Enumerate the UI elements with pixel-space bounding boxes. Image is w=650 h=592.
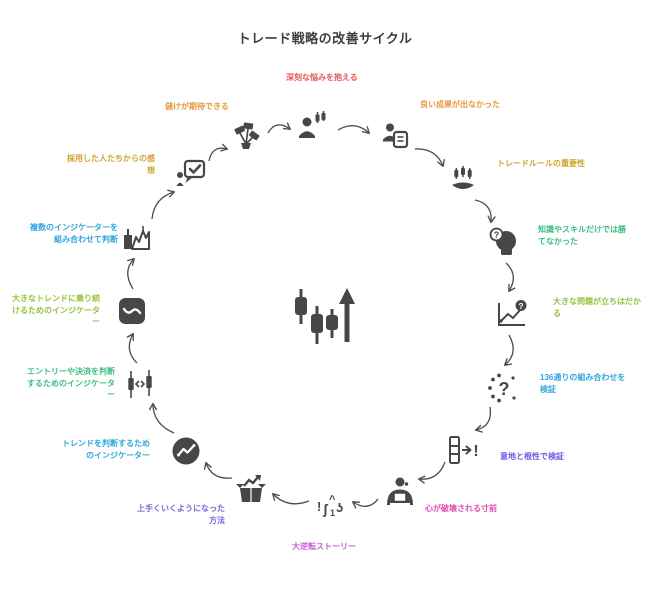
- candlestick-uptrend-icon: [289, 284, 355, 348]
- scattered-symbols-icon: ! ʃ ^ 1 ʖ: [314, 490, 346, 522]
- node-label: 儲けが期待できる: [165, 102, 229, 111]
- person-document-icon: [381, 121, 411, 151]
- svg-text:1: 1: [330, 508, 335, 518]
- node-label: 知識やスキルだけでは勝てなかった: [538, 225, 626, 246]
- node-label: 採用した人たちからの感想: [67, 154, 155, 175]
- node-label: トレンドを判断するためのインジケーター: [62, 439, 150, 460]
- arrow-4-5: [505, 262, 516, 293]
- arrow-5-6: [504, 334, 514, 366]
- arrow-6-7: [474, 406, 492, 433]
- wave-square-icon: [118, 297, 146, 325]
- arrow-3-4: [474, 199, 496, 224]
- arrow-9-10: [272, 493, 310, 505]
- svg-text:^: ^: [329, 494, 336, 506]
- svg-text:!: !: [317, 499, 321, 514]
- box-chart-icon: [235, 473, 267, 504]
- node-label: 複数のインジケーターを組み合わせて判断: [30, 223, 118, 244]
- arrow-1-2: [337, 125, 370, 134]
- node-label: 大きなトレンドに乗り続けるためのインジケーター: [12, 294, 100, 327]
- node-label: 大きな問題が立ちはだかる: [553, 297, 641, 318]
- arrow-10-11: [203, 461, 233, 479]
- arrow-7-8: [417, 461, 446, 484]
- arrow-15-16: [208, 143, 229, 162]
- arrow-13-14: [127, 258, 135, 290]
- trend-circle-icon: [171, 436, 201, 466]
- svg-text:?: ?: [518, 301, 523, 311]
- page-title: トレード戦略の改善サイクル: [237, 31, 413, 46]
- svg-text:ʖ: ʖ: [336, 500, 343, 515]
- person-laptop-icon: [384, 476, 417, 507]
- checklist-alert-icon: !: [445, 435, 482, 465]
- chart-question-icon: ?: [494, 297, 529, 329]
- question-burst-icon: ?: [486, 372, 518, 404]
- node-label: 上手くいくようになった方法: [137, 504, 225, 525]
- node-label: 心が破壊される寸前: [425, 504, 497, 513]
- node-label: 良い成果が出なかった: [420, 100, 500, 109]
- arrow-12-13: [126, 332, 138, 364]
- person-testimonial-icon: [175, 158, 208, 189]
- node-label: 136通りの組み合わせを検証: [540, 373, 626, 394]
- arrow-16-1: [267, 122, 292, 134]
- candlestick-pair-icon: [124, 370, 156, 399]
- money-plant-icon: [231, 120, 261, 151]
- arrow-11-12: [148, 402, 175, 434]
- arrow-8-9: [351, 498, 379, 509]
- node-label: 深刻な悩みを抱える: [286, 73, 358, 82]
- node-label: エントリーや決済を判断するためのインジケーター: [27, 367, 115, 400]
- hand-candlestick-icon: [448, 165, 478, 195]
- svg-text:?: ?: [499, 379, 510, 399]
- node-label: 意地と根性で検証: [500, 452, 564, 461]
- thinking-head-icon: ?: [487, 225, 519, 257]
- node-label: 大逆転ストーリー: [292, 542, 356, 551]
- arrow-14-15: [151, 189, 176, 220]
- svg-text:ʃ: ʃ: [322, 501, 329, 517]
- svg-text:!: !: [473, 443, 478, 460]
- svg-text:?: ?: [494, 230, 500, 240]
- arrow-2-3: [414, 148, 445, 168]
- trader-person-icon: [296, 111, 328, 143]
- skyline-chart-icon: [121, 221, 154, 252]
- node-label: トレードルールの重要性: [497, 159, 585, 168]
